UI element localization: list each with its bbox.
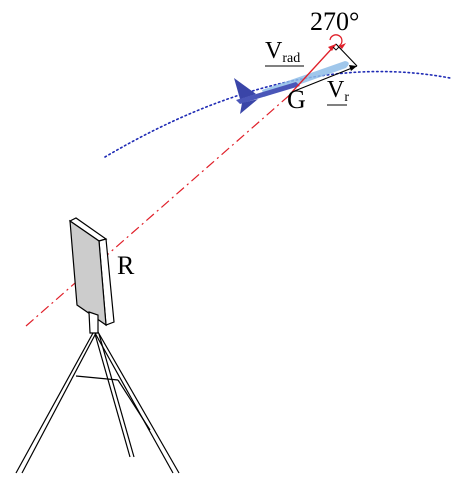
tangential-velocity-arrowhead [349, 65, 357, 71]
radar-on-tripod-icon [15, 217, 180, 474]
tripod-leg-left-inner [21, 332, 97, 474]
missile-icon [234, 78, 300, 114]
missile-body [236, 82, 300, 104]
angle-label: 270° [310, 7, 359, 36]
missile-lower-fin [240, 99, 258, 114]
perpendicular-component-line [335, 43, 358, 67]
right-angle-mark [332, 46, 340, 51]
tripod-leg-middle [94, 333, 131, 458]
angle-arc-arrowhead [339, 43, 346, 49]
tangential-velocity-line [291, 65, 358, 93]
tangential-velocity-label: Vr [327, 77, 349, 105]
tripod-leg-right [97, 331, 180, 474]
tangential-velocity-main: V [327, 77, 345, 103]
radial-velocity-label: Vrad [265, 38, 300, 66]
radial-velocity-vector [291, 43, 337, 93]
radar-panel-face [69, 219, 107, 327]
tripod-brace-right [117, 379, 151, 431]
missile-upper-fin [234, 78, 256, 99]
tripod-leg-middle-inner [98, 333, 135, 458]
radar-label: R [117, 251, 135, 280]
tripod-leg-right-inner [94, 332, 174, 474]
angle-arc [329, 34, 343, 47]
tripod-brace-left [75, 375, 119, 381]
tangential-velocity-sub: r [344, 90, 349, 105]
trajectory-arc [104, 70, 451, 158]
tripod-leg-left [15, 332, 94, 474]
radial-velocity-main: V [265, 38, 283, 64]
radial-velocity-arrowhead [328, 44, 336, 51]
tripod-mount [88, 311, 99, 334]
radial-velocity-sub: rad [282, 51, 300, 66]
line-of-sight [25, 92, 293, 327]
target-label: G [287, 85, 306, 114]
